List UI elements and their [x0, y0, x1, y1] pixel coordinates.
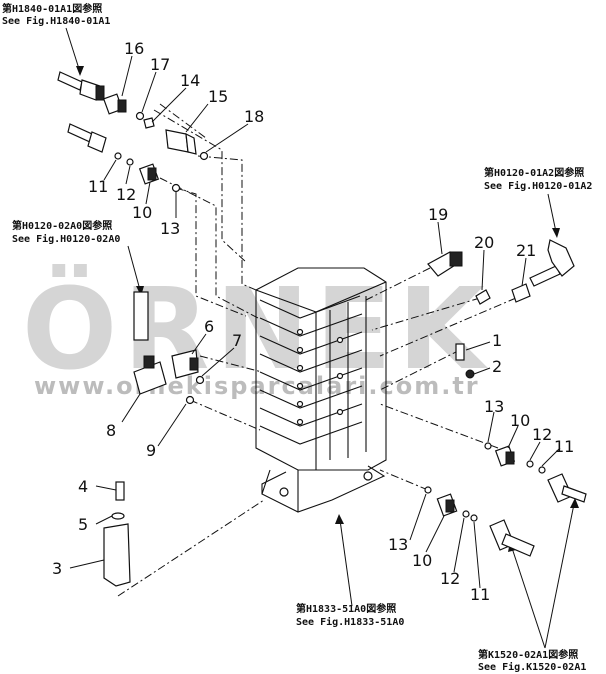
callout-16: 16 [124, 39, 144, 58]
o-ring-12 [126, 158, 134, 166]
o-ring-9 [185, 395, 195, 405]
callout-7: 7 [232, 331, 242, 350]
callout-18: 18 [244, 107, 264, 126]
o-ring-13-right [484, 442, 492, 450]
connector-16 [102, 93, 127, 115]
watermark-site: www.ornekisparcalari.com.tr [34, 372, 480, 400]
callout-2: 2 [492, 357, 502, 376]
callout-3: 3 [52, 559, 62, 578]
pipe-left [133, 291, 149, 341]
callout-1: 1 [492, 331, 502, 350]
hose-fitting-bottom [489, 519, 535, 557]
callout-13-bottom: 13 [388, 535, 408, 554]
reference-english: See Fig.H0120-02A0 [12, 233, 120, 245]
callout-15: 15 [208, 87, 228, 106]
washer-5 [111, 512, 125, 520]
reference-h0120-a0: 第H0120-02A0図参照 See Fig.H0120-02A0 [12, 219, 120, 245]
reference-native: 第H0120-02A0図参照 [12, 219, 112, 232]
reference-native: 第H1840-01A1図参照 [2, 2, 102, 15]
hose-fitting-right [547, 473, 587, 503]
callout-12-bottom: 12 [440, 569, 460, 588]
reference-english: See Fig.H1840-01A1 [2, 15, 110, 27]
o-ring-11-bottom [470, 514, 478, 522]
bolt-1 [455, 343, 465, 361]
bolt-4 [115, 481, 125, 501]
hose-right-top [547, 239, 575, 277]
elbow-8 [133, 355, 167, 395]
callout-17: 17 [150, 55, 170, 74]
connector-10-bottom [436, 493, 458, 517]
reference-h0120-a2: 第H0120-01A2図参照 See Fig.H0120-01A2 [484, 166, 592, 192]
connector-19 [427, 251, 463, 277]
hose-fitting-left [67, 123, 107, 153]
reference-english: See Fig.H1833-51A0 [296, 616, 404, 628]
callout-10-bottom: 10 [412, 551, 432, 570]
callout-13-right: 13 [484, 397, 504, 416]
o-ring-12-right [526, 460, 534, 468]
o-ring-18 [199, 151, 209, 161]
reference-h1840: 第H1840-01A1図参照 See Fig.H1840-01A1 [2, 2, 110, 27]
reference-english: See Fig.K1520-02A1 [478, 661, 586, 673]
callout-19: 19 [428, 205, 448, 224]
reference-native: 第K1520-02A1図参照 [478, 648, 578, 661]
callout-11-right: 11 [554, 437, 574, 456]
plug-14 [143, 117, 155, 129]
reference-english: See Fig.H0120-01A2 [484, 180, 592, 192]
callout-21: 21 [516, 241, 536, 260]
callout-12: 12 [116, 185, 136, 204]
callouts: 16 17 14 15 18 11 12 10 13 19 20 21 6 7 … [52, 39, 574, 604]
callout-6: 6 [204, 317, 214, 336]
leader-lines [69, 55, 561, 589]
o-ring-13 [171, 183, 181, 193]
callout-13: 13 [160, 219, 180, 238]
elbow-6 [171, 349, 199, 379]
callout-14: 14 [180, 71, 200, 90]
washer-2 [465, 369, 475, 379]
callout-11: 11 [88, 177, 108, 196]
reference-k1520: 第K1520-02A1図参照 See Fig.K1520-02A1 [478, 648, 586, 673]
callout-5: 5 [78, 515, 88, 534]
top-left-hose-fitting [57, 71, 105, 101]
watermark-brand: ÖRNEK [22, 264, 490, 395]
o-ring-17 [135, 111, 145, 121]
plug-20 [475, 289, 491, 305]
connector-21 [511, 265, 561, 303]
reference-native: 第H0120-01A2図参照 [484, 166, 584, 179]
connector-10 [138, 163, 160, 185]
o-ring-11 [114, 152, 122, 160]
union-15 [165, 129, 197, 155]
callout-20: 20 [474, 233, 494, 252]
callout-10: 10 [132, 203, 152, 222]
reference-h1833: 第H1833-51A0図参照 See Fig.H1833-51A0 [296, 602, 404, 628]
callout-10-right: 10 [510, 411, 530, 430]
callout-12-right: 12 [532, 425, 552, 444]
callout-8: 8 [106, 421, 116, 440]
callout-4: 4 [78, 477, 88, 496]
callout-11-bottom: 11 [470, 585, 490, 604]
connector-10-right [494, 445, 516, 467]
reference-native: 第H1833-51A0図参照 [296, 602, 396, 615]
callout-9: 9 [146, 441, 156, 460]
o-ring-13-bottom [424, 486, 432, 494]
o-ring-7 [195, 375, 205, 385]
o-ring-11-right [538, 466, 546, 474]
valve-block [255, 267, 387, 513]
o-ring-12-bottom [462, 510, 470, 518]
bracket-3 [103, 523, 131, 587]
